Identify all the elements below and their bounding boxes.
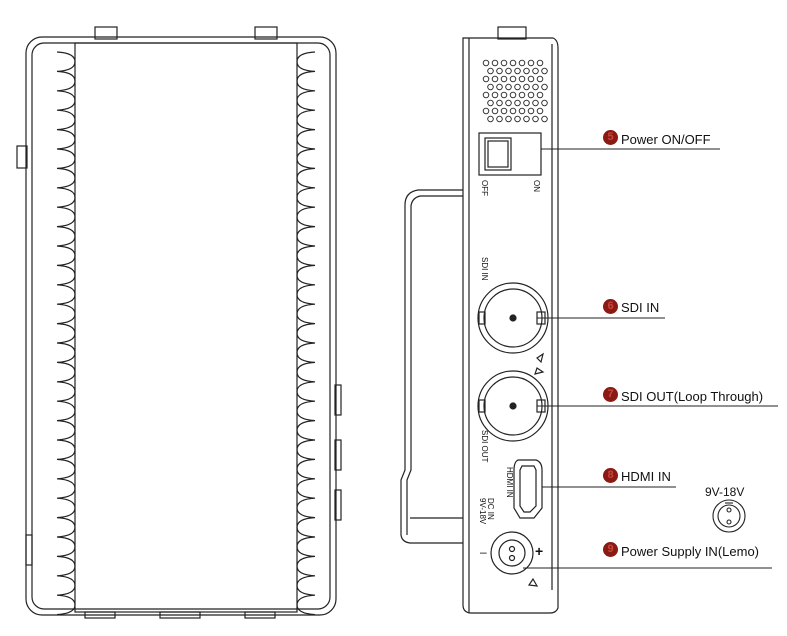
grille-hole [496,67,503,75]
polarity-minus: – [480,545,487,559]
hdmi-in-connector [513,459,543,519]
grille-hole [505,115,512,123]
grille-hole [532,67,539,75]
lemo-power-connector [490,531,539,587]
grille-hole [514,99,521,107]
grille-hole [523,67,530,75]
grille-hole [523,83,530,91]
port-label-hdmi-in: HDMI IN [505,467,514,498]
grille-hole [487,83,494,91]
grille-hole [518,75,526,83]
switch-off-label: OFF [480,180,489,196]
monitor-back-view [16,26,342,619]
grille-hole [532,99,539,107]
grille-hole [496,99,503,107]
grille-hole [527,75,535,83]
callout-label-power-supply: Power Supply IN(Lemo) [621,544,759,559]
switch-on-label: ON [532,180,541,192]
grille-hole [527,91,535,99]
power-switch [478,132,542,176]
grille-hole [491,107,499,115]
lemo-pinout-diagram [712,499,746,533]
port-label-dc-range: 9V-18V [478,498,487,525]
grille-hole [527,59,535,67]
callout-badge-9: 9 [603,542,618,557]
grille-hole [482,91,490,99]
grille-hole [482,107,490,115]
grille-hole [536,59,544,67]
callout-badge-7: 7 [603,387,618,402]
grille-hole [536,91,544,99]
monitor-side-view [400,26,559,614]
grille-hole [487,99,494,107]
grille-hole [514,67,521,75]
grille-hole [482,75,490,83]
grille-hole [505,99,512,107]
speaker-grille [482,59,548,123]
grille-hole [523,99,530,107]
grille-hole [509,59,517,67]
callout-label-hdmi-in: HDMI IN [621,469,671,484]
grille-hole [487,67,494,75]
grille-hole [514,115,521,123]
grille-hole [536,75,544,83]
grille-hole [500,75,508,83]
callout-label-sdi-out: SDI OUT(Loop Through) [621,389,764,404]
grille-hole [509,107,517,115]
grille-hole [518,91,526,99]
grille-hole [509,91,517,99]
grille-hole [514,83,521,91]
grille-hole [500,59,508,67]
grille-hole [541,115,548,123]
callout-label-sdi-in: SDI IN [621,300,660,315]
grille-hole [482,59,490,67]
callout-badge-5: 5 [603,130,618,145]
grille-hole [541,99,548,107]
grille-hole [532,115,539,123]
grille-hole [518,107,526,115]
grille-hole [518,59,526,67]
grille-hole [532,83,539,91]
grille-hole [536,107,544,115]
grille-hole [541,67,548,75]
grille-hole [487,115,494,123]
grille-hole [509,75,517,83]
grille-hole [505,83,512,91]
port-label-sdi-in: SDI IN [480,257,489,281]
grille-hole [491,75,499,83]
grille-hole [523,115,530,123]
callout-label-power-switch: Power ON/OFF [621,132,711,147]
grille-hole [527,107,535,115]
leader-lines [523,148,778,569]
grille-hole [541,83,548,91]
grille-hole [491,59,499,67]
grille-hole [500,91,508,99]
polarity-plus: + [535,543,544,559]
port-label-dc-in: DC IN [486,498,495,520]
voltage-range-note: 9V-18V [705,485,745,499]
grille-hole [496,83,503,91]
sdi-in-connector [477,282,549,364]
callout-badge-6: 6 [603,299,618,314]
grille-hole [491,91,499,99]
callout-badge-8: 8 [603,468,618,483]
grille-hole [496,115,503,123]
grille-hole [505,67,512,75]
grille-hole [500,107,508,115]
port-label-sdi-out: SDI OUT [480,430,489,463]
